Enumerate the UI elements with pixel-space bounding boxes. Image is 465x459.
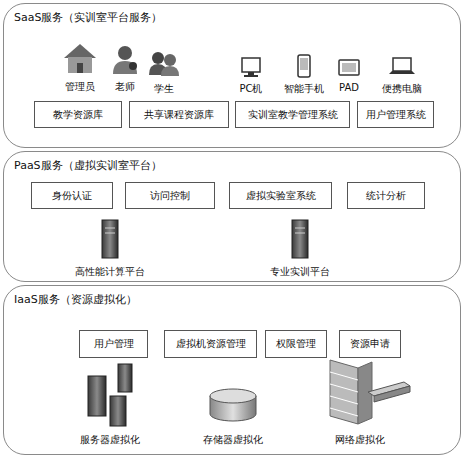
module-label: 共享课程资源库 xyxy=(144,109,214,121)
module-label: 身份认证 xyxy=(52,190,92,202)
icon-caption: 网络虚拟化 xyxy=(335,433,385,447)
module-box: 资源申请 xyxy=(339,330,401,358)
layer-title: PaaS服务（虚拟实训室平台） xyxy=(14,158,162,173)
module-label: 虚拟机资源管理 xyxy=(176,338,246,350)
icon-caption: 学生 xyxy=(154,82,174,96)
layer-title: SaaS服务（实训室平台服务） xyxy=(14,10,162,25)
icon-caption: PC机 xyxy=(239,82,262,96)
module-label: 资源申请 xyxy=(350,338,390,350)
module-box: 实训室教学管理系统 xyxy=(235,101,350,128)
module-box: 用户管理 xyxy=(79,330,148,358)
icon-caption: 服务器虚拟化 xyxy=(80,433,140,447)
module-box: 共享课程资源库 xyxy=(129,101,229,128)
module-box: 访问控制 xyxy=(125,182,215,209)
module-box: 用户管理系统 xyxy=(357,101,434,128)
module-box: 教学资源库 xyxy=(34,101,122,128)
module-box: 虚拟机资源管理 xyxy=(164,330,257,358)
layer-title: IaaS服务（资源虚拟化） xyxy=(14,292,137,307)
module-label: 用户管理 xyxy=(94,338,134,350)
module-label: 权限管理 xyxy=(276,338,316,350)
icon-caption: 管理员 xyxy=(65,80,95,94)
module-box: 统计分析 xyxy=(347,182,425,209)
service-layer: IaaS服务（资源虚拟化） 用户管理 虚拟机资源管理 权限管理 资源申请 xyxy=(3,285,461,455)
module-label: 虚拟实验室系统 xyxy=(246,190,316,202)
icon-caption: 存储器虚拟化 xyxy=(203,433,263,447)
module-label: 教学资源库 xyxy=(53,109,103,121)
icon-caption: 便携电脑 xyxy=(382,82,422,96)
module-label: 实训室教学管理系统 xyxy=(248,109,338,121)
module-label: 统计分析 xyxy=(366,190,406,202)
icon-caption: 专业实训平台 xyxy=(270,265,330,279)
icon-caption: 老师 xyxy=(115,80,135,94)
module-label: 访问控制 xyxy=(150,190,190,202)
service-layer: PaaS服务（虚拟实训室平台） 身份认证 访问控制 虚拟实验室系统 统计分析 xyxy=(3,151,461,282)
icon-caption: 高性能计算平台 xyxy=(75,265,145,279)
module-box: 虚拟实验室系统 xyxy=(229,182,332,209)
service-layer: SaaS服务（实训室平台服务） 教学资源库 共享课程资源库 实训室教学管理系统 用户管理… xyxy=(3,3,461,148)
module-label: 用户管理系统 xyxy=(366,109,426,121)
icon-caption: 智能手机 xyxy=(284,82,324,96)
module-box: 权限管理 xyxy=(265,330,327,358)
module-box: 身份认证 xyxy=(31,182,113,209)
icon-caption: PAD xyxy=(339,82,359,93)
